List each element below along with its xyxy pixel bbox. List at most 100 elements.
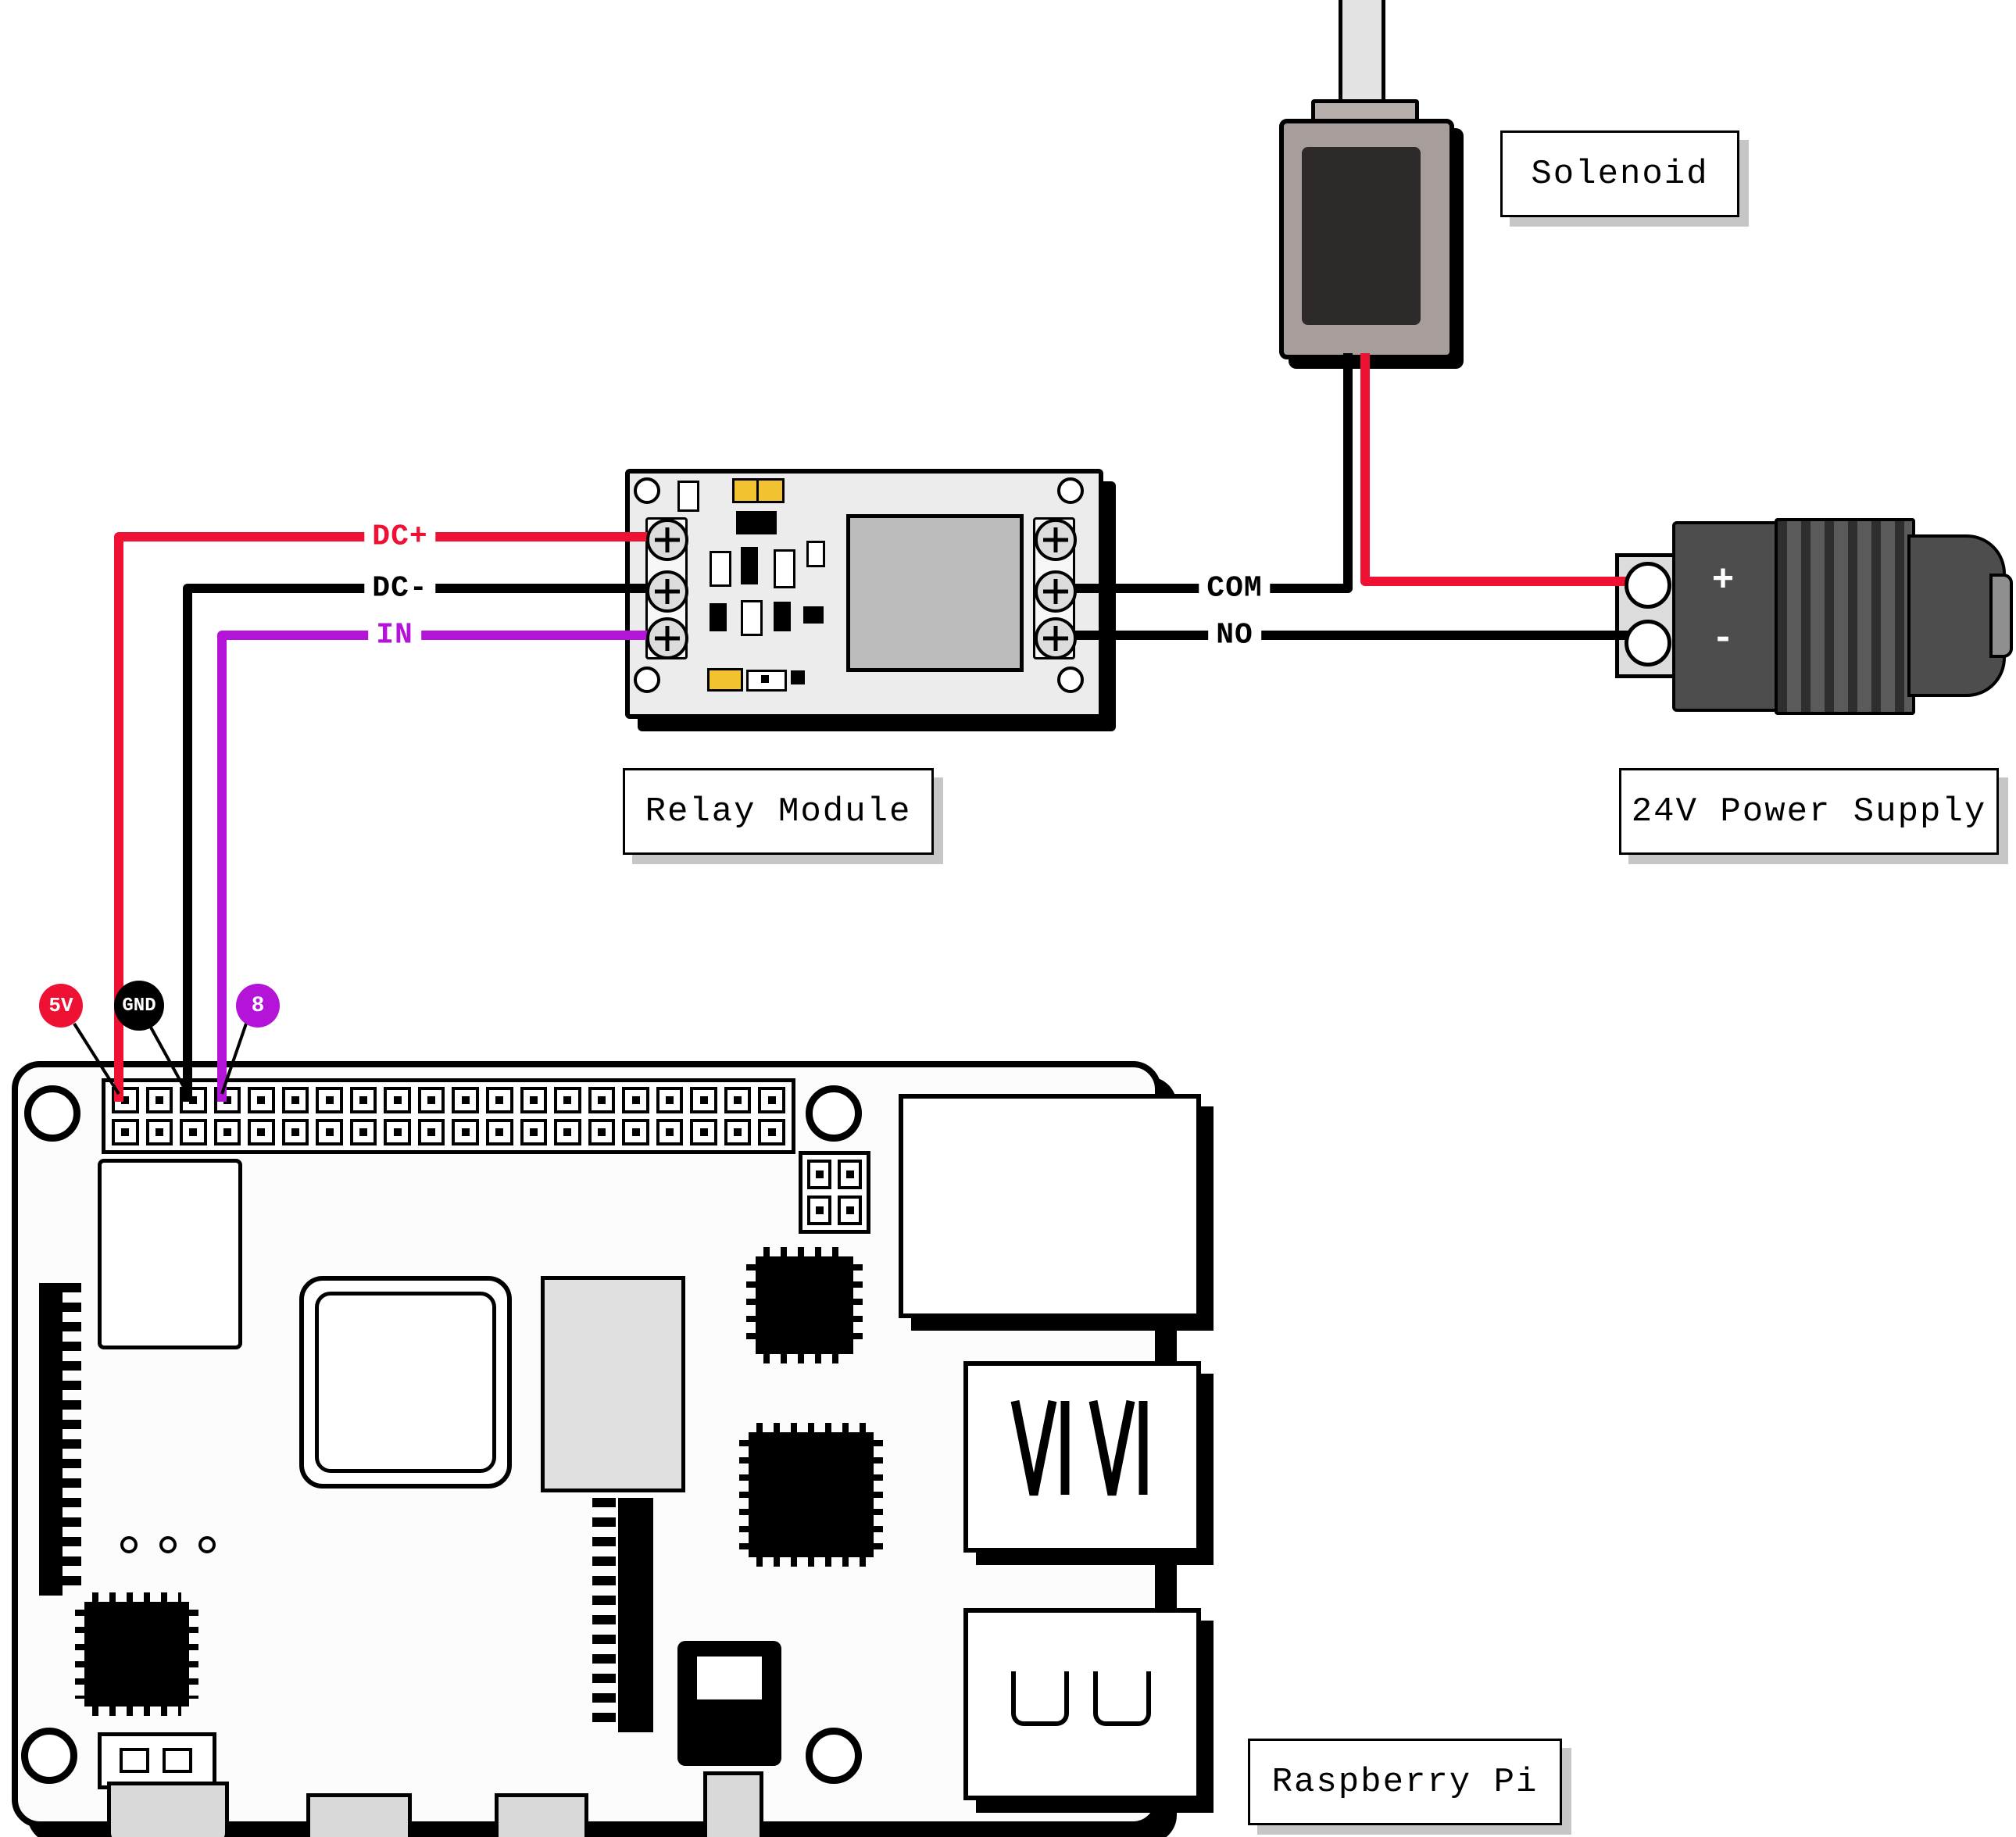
relay-module-label: Relay Module <box>623 768 934 855</box>
gpio-pin <box>838 1160 862 1189</box>
gpio-pin <box>807 1195 831 1225</box>
gpio-pin <box>349 1119 377 1145</box>
power-supply-plug-tip <box>1989 574 2013 658</box>
ethernet-port <box>899 1094 1201 1318</box>
pin-badge-gnd: GND <box>114 981 164 1031</box>
connector-pad <box>163 1748 192 1773</box>
usb-c-power-port <box>107 1782 229 1837</box>
solenoid-label: Solenoid <box>1500 130 1739 217</box>
gpio-pin <box>452 1119 480 1145</box>
gpio-pin <box>112 1119 139 1145</box>
solenoid-plunger <box>1339 0 1385 117</box>
diode <box>710 603 727 631</box>
mounting-hole <box>806 1728 862 1784</box>
test-pad <box>198 1536 216 1553</box>
soc-chip-inner <box>315 1292 496 1473</box>
resistor <box>774 549 795 588</box>
usb-opening-icon <box>1088 1399 1135 1496</box>
relay-terminal-dc-minus <box>646 570 688 613</box>
capacitor <box>756 478 785 503</box>
mounting-hole <box>24 1085 80 1142</box>
usb-opening-icon <box>1093 1671 1151 1726</box>
gpio-pin <box>724 1087 752 1113</box>
display-connector <box>39 1283 63 1596</box>
camera-connector <box>618 1498 653 1732</box>
mounting-hole <box>806 1085 862 1142</box>
component-outline <box>98 1159 242 1349</box>
gpio-pin <box>281 1119 309 1145</box>
test-pad <box>120 1536 138 1553</box>
micro-hdmi-port <box>495 1793 588 1837</box>
raspberry-pi-label: Raspberry Pi <box>1248 1739 1562 1825</box>
relay-module-label-text: Relay Module <box>645 792 912 831</box>
power-supply-label-text: 24V Power Supply <box>1631 792 1987 831</box>
gpio-pin <box>656 1119 684 1145</box>
soc-chip <box>299 1276 512 1489</box>
transistor <box>803 606 824 624</box>
relay-terminal-nc <box>1035 519 1077 561</box>
pcb-mounting-hole <box>634 477 660 504</box>
relay-terminal-in <box>646 617 688 659</box>
gpio-pin <box>486 1119 513 1145</box>
usb2-ports <box>963 1608 1201 1800</box>
gpio-pin <box>554 1119 581 1145</box>
gpio-pin <box>758 1119 785 1145</box>
positive-terminal-label: + <box>1711 560 1735 602</box>
poe-header-pins <box>807 1160 862 1225</box>
raspberry-pi-label-text: Raspberry Pi <box>1271 1762 1539 1802</box>
relay-terminal-com <box>1035 570 1077 613</box>
gpio-pin <box>248 1119 275 1145</box>
negative-terminal-label: - <box>1711 618 1735 660</box>
gpio-pin <box>588 1119 616 1145</box>
gpio-pin <box>690 1087 717 1113</box>
ram-chip <box>541 1276 685 1492</box>
gpio-pin <box>384 1119 411 1145</box>
wire-label-com: COM <box>1199 570 1271 607</box>
resistor <box>741 600 763 636</box>
wire-label-dc-plus: DC+ <box>364 518 436 556</box>
led-die <box>761 675 769 683</box>
camera-connector-pins <box>592 1498 616 1732</box>
gpio-pin <box>213 1119 241 1145</box>
gpio-pin <box>622 1119 649 1145</box>
gpio-pin <box>758 1087 785 1113</box>
gpio-pin <box>145 1119 173 1145</box>
relay-case <box>846 514 1024 672</box>
solenoid-label-text: Solenoid <box>1531 154 1709 194</box>
diode <box>741 547 758 584</box>
resistor <box>710 551 731 587</box>
usb3-ports <box>963 1361 1201 1553</box>
av-jack <box>703 1771 763 1837</box>
resistor <box>677 481 699 512</box>
pcb-mounting-hole <box>1057 667 1084 693</box>
solenoid-body <box>1279 119 1454 359</box>
gpio-pin <box>520 1119 548 1145</box>
led-indicator <box>746 670 787 692</box>
usb-controller-chip <box>746 1247 863 1363</box>
relay-terminal-no <box>1035 617 1077 659</box>
display-connector-pins <box>63 1283 81 1596</box>
diode <box>774 602 791 631</box>
av-connector-slot <box>697 1657 762 1699</box>
gpio-pin <box>807 1160 831 1189</box>
poe-header <box>799 1151 870 1234</box>
power-management-chip <box>75 1592 198 1716</box>
gpio-pin <box>316 1119 343 1145</box>
ic-chip <box>736 511 777 534</box>
gpio-pin <box>838 1195 862 1225</box>
connector-pad <box>120 1748 149 1773</box>
usb-opening-icon <box>1010 1399 1057 1496</box>
capacitor <box>707 668 743 692</box>
wire-label-dc-minus: DC- <box>364 570 436 607</box>
av-connector <box>677 1641 781 1766</box>
solenoid-coil <box>1302 147 1421 325</box>
usb-port-openings <box>1010 1399 1148 1496</box>
gpio-pin <box>180 1119 207 1145</box>
relay-terminal-dc-plus <box>646 519 688 561</box>
power-supply-label: 24V Power Supply <box>1619 768 1999 855</box>
gpio-pin <box>690 1119 717 1145</box>
pin-badge-5v: 5V <box>39 984 83 1028</box>
gpio-pin <box>417 1119 445 1145</box>
